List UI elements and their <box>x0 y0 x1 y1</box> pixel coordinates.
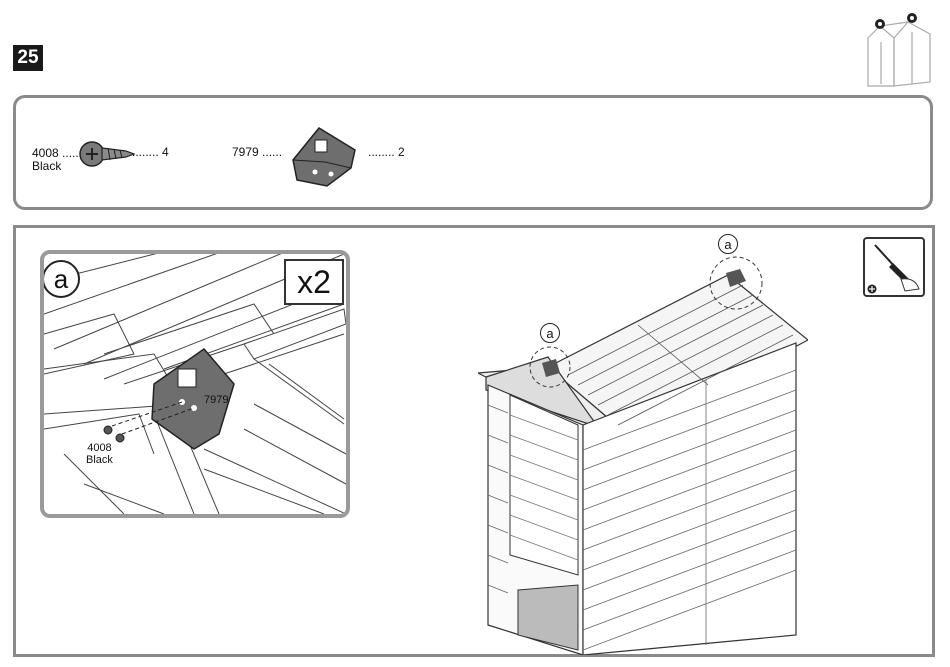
part-4008-qty-dots: ........ <box>132 145 159 159</box>
part-4008-code: 4008 <box>32 146 59 160</box>
part-7979-qty: ........ 2 <box>368 146 405 159</box>
main-callout-top-a: a <box>718 234 738 254</box>
tool-indicator <box>863 237 925 297</box>
detail-view-a: a x2 7979 4008 Black <box>40 250 350 518</box>
detail-callout-a: a <box>42 260 80 298</box>
detail-screw-code: 4008 <box>87 442 111 454</box>
part-4008-qty: ........ 4 <box>132 146 169 159</box>
shed-illustration <box>478 255 808 655</box>
multiplier-label: x2 <box>284 259 344 305</box>
part-7979-qty-value: 2 <box>398 145 405 159</box>
part-7979-code: 7979 <box>232 145 259 159</box>
detail-screw-color: Black <box>86 454 113 466</box>
part-4008-label: 4008 ...... Black <box>32 147 82 173</box>
ridge-cap-icon <box>285 122 365 192</box>
shed-thumbnail-icon <box>860 8 935 90</box>
screw-icon <box>78 138 138 170</box>
detail-screw-icon <box>104 426 124 442</box>
detail-screw-label: 4008 Black <box>86 442 113 466</box>
step-number-badge: 25 <box>13 45 43 71</box>
main-callout-left-a: a <box>540 323 560 343</box>
part-7979-label: 7979 ...... <box>232 146 282 159</box>
part-7979-qty-dots: ........ <box>368 145 395 159</box>
screwdriver-icon <box>865 239 923 295</box>
part-7979-dots: ...... <box>262 145 282 159</box>
part-4008-qty-value: 4 <box>162 145 169 159</box>
detail-part-label: 7979 <box>204 394 228 407</box>
part-4008-color: Black <box>32 159 61 173</box>
